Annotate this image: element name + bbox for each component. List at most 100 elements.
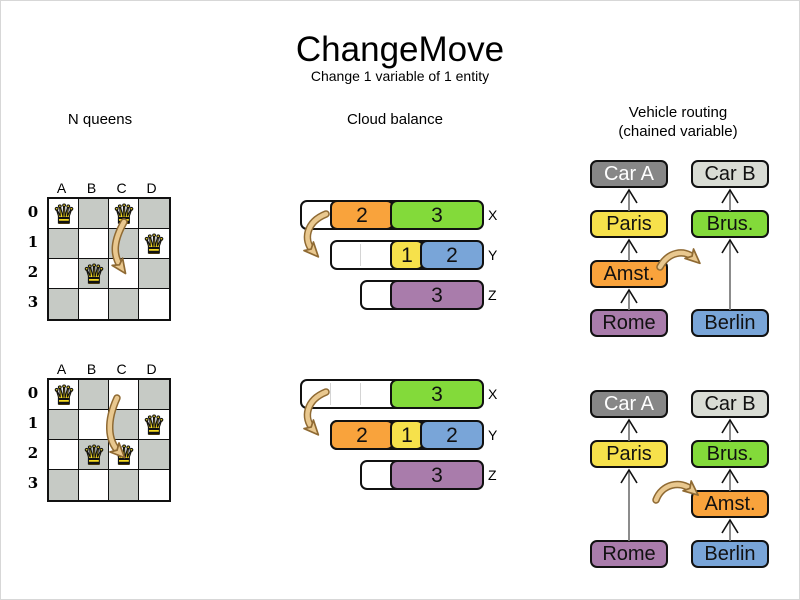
queen-icon-d1: ♛ (142, 228, 166, 259)
board-cell (109, 410, 139, 440)
page-subtitle: Change 1 variable of 1 entity (310, 68, 490, 84)
vrp-node-rome: Rome (590, 540, 668, 568)
col-header-c: C (116, 361, 128, 377)
process-block: 2 (420, 240, 484, 270)
process-block: 3 (390, 280, 484, 310)
board-cell (49, 440, 79, 470)
process-value: 3 (431, 204, 443, 227)
process-value: 1 (401, 244, 413, 267)
row-header-3: 3 (27, 474, 39, 492)
col-header-d: D (146, 180, 158, 196)
computer-label-y: Y (488, 247, 498, 263)
computer-label-z: Z (488, 287, 497, 303)
process-value: 2 (356, 204, 368, 227)
board-cell (139, 229, 169, 259)
vrp-node-amst: Amst. (590, 260, 668, 288)
board-cell (79, 199, 109, 229)
process-value: 3 (431, 464, 443, 487)
board-cell (79, 410, 109, 440)
row-header-1: 1 (27, 414, 39, 432)
board-cell (109, 259, 139, 289)
board-cell (79, 470, 109, 500)
vrp-node-berlin: Berlin (691, 309, 769, 337)
process-block: 2 (330, 200, 394, 230)
queen-icon-d1: ♛ (142, 409, 166, 440)
section-subtitle-vrp: (chained variable) (618, 123, 738, 140)
col-header-b: B (86, 180, 98, 196)
board-cell (49, 289, 79, 319)
board-cell (109, 470, 139, 500)
board-cell (139, 470, 169, 500)
process-block: 3 (390, 200, 484, 230)
process-block: 2 (420, 420, 484, 450)
process-value: 3 (431, 383, 443, 406)
col-header-a: A (56, 361, 68, 377)
chessboard-before: ♛ ♛ ♛ ♛ (47, 197, 171, 321)
queen-icon-b2: ♛ (82, 439, 106, 470)
queen-icon-b2: ♛ (82, 258, 106, 289)
board-cell (139, 199, 169, 229)
queen-icon-a0: ♛ (52, 198, 76, 229)
board-cell (109, 229, 139, 259)
section-title-cloud: Cloud balance (347, 111, 443, 128)
process-block: 1 (390, 420, 424, 450)
board-cell (49, 380, 79, 410)
vrp-node-rome: Rome (590, 309, 668, 337)
process-value: 2 (446, 424, 458, 447)
board-cell (109, 289, 139, 319)
vrp-node-amst: Amst. (691, 490, 769, 518)
row-header-2: 2 (27, 263, 39, 281)
process-block: 1 (390, 240, 424, 270)
board-cell (79, 289, 109, 319)
computer-z-after: 3 (360, 460, 484, 490)
board-cell (49, 470, 79, 500)
chain-links-before (628, 190, 731, 310)
board-cell (139, 259, 169, 289)
process-value: 2 (356, 424, 368, 447)
board-cell (139, 380, 169, 410)
vrp-node-brus: Brus. (691, 210, 769, 238)
board-cell (139, 289, 169, 319)
col-header-d: D (146, 361, 158, 377)
chain-links-after (628, 420, 731, 541)
computer-label-x: X (488, 207, 498, 223)
queen-icon-a0: ♛ (52, 379, 76, 410)
process-value: 3 (431, 284, 443, 307)
row-header-0: 0 (27, 203, 39, 221)
col-header-c: C (116, 180, 128, 196)
section-title-nqueens: N queens (67, 111, 133, 128)
move-arrow-vrp-after (652, 480, 699, 504)
process-value: 2 (446, 244, 458, 267)
process-value: 1 (401, 424, 413, 447)
section-title-vrp: Vehicle routing (628, 104, 728, 121)
queen-icon-c2: ♛ (112, 439, 136, 470)
computer-y-after: 2 1 2 (330, 420, 484, 450)
computer-x-after: 3 (300, 379, 484, 409)
board-cell (49, 259, 79, 289)
row-header-1: 1 (27, 233, 39, 251)
vrp-node-car-b: Car B (691, 160, 769, 188)
computer-x-before: 2 3 (300, 200, 484, 230)
process-block: 2 (330, 420, 394, 450)
vrp-node-paris: Paris (590, 440, 668, 468)
vrp-node-car-b: Car B (691, 390, 769, 418)
col-header-b: B (86, 361, 98, 377)
process-block: 3 (390, 460, 484, 490)
board-cell (49, 229, 79, 259)
vrp-node-car-a: Car A (590, 160, 668, 188)
page-title: ChangeMove (295, 30, 505, 69)
board-cell (109, 380, 139, 410)
chessboard-after: ♛ ♛ ♛ ♛ (47, 378, 171, 502)
board-cell (49, 410, 79, 440)
vrp-node-berlin: Berlin (691, 540, 769, 568)
board-cell (139, 410, 169, 440)
board-cell (79, 380, 109, 410)
board-cell (79, 259, 109, 289)
row-header-3: 3 (27, 293, 39, 311)
computer-label-z: Z (488, 467, 497, 483)
computer-z-before: 3 (360, 280, 484, 310)
process-block: 3 (390, 379, 484, 409)
computer-label-y: Y (488, 427, 498, 443)
board-cell (79, 229, 109, 259)
